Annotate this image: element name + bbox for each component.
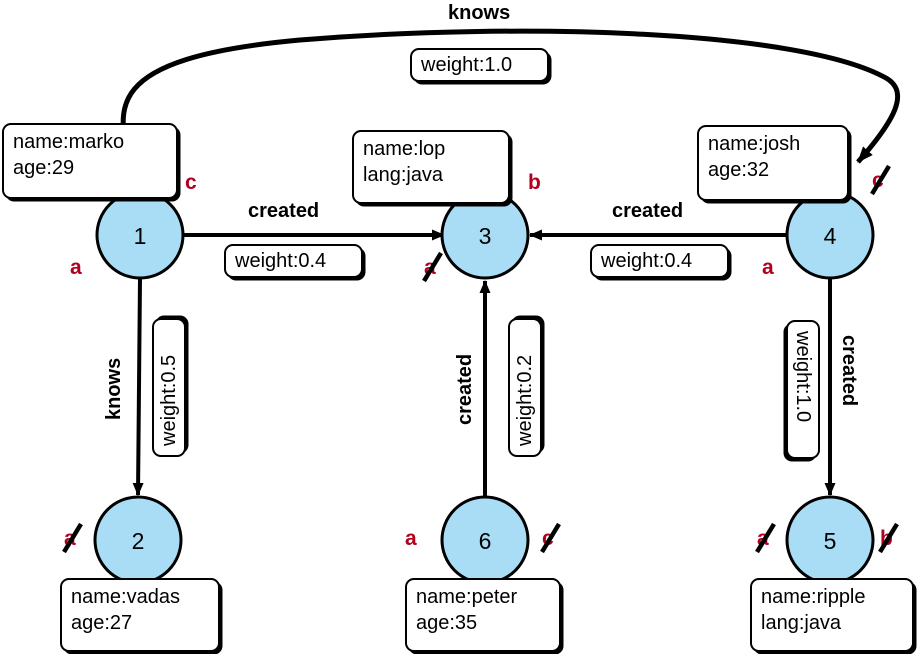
weight-text: weight:0.4 [601,250,693,272]
node-6[interactable]: 6 [440,495,530,585]
weight-box-created-4-3: weight:0.4 [590,244,729,278]
node-5[interactable]: 5 [785,495,875,585]
edge-type-knows-1-2: knows [103,357,125,420]
edge-type-created-1-3: created [248,200,320,222]
weight-box-created-4-5: weight:1.0 [786,320,820,459]
property-box-node-4: name:josh age:32 [697,125,849,201]
annotation-letter: a [70,256,82,279]
weight-box-created-6-3: weight:0.2 [508,318,542,457]
node-label: 2 [132,528,145,554]
edge-type-knows-1-4: knows [448,2,511,24]
annotation-node-3-a: a [422,251,443,283]
property-box-node-3: name:lop lang:java [352,130,510,204]
node-label: 6 [479,528,492,554]
node-2[interactable]: 2 [93,495,183,585]
annotation-letter: a [405,527,417,550]
weight-text: weight:0.5 [158,354,180,446]
node-label: 3 [479,223,492,249]
annotation-node-6-c: c [540,522,561,554]
property-box-node-2: name:vadas age:27 [60,578,220,652]
node-label: 5 [824,528,837,554]
edge-type-created-4-5: created [838,335,860,407]
annotation-letter: a [64,527,76,550]
weight-text: weight:1.0 [792,331,814,423]
annotation-letter: c [872,169,884,192]
weight-text: weight:0.2 [514,354,536,446]
annotation-letter: a [424,256,436,279]
edge-knows-1-4 [120,28,901,193]
property-box-node-6: name:peter age:35 [405,578,561,652]
annotation-letter: b [528,171,541,194]
edge-type-created-4-3: created [612,200,684,222]
weight-text: weight:1.0 [421,54,513,76]
weight-box-knows-1-2: weight:0.5 [152,318,186,457]
node-4[interactable]: 4 [785,190,875,280]
node-1[interactable]: 1 [95,190,185,280]
weight-box-knows-1-4: weight:1.0 [410,48,549,82]
annotation-node-2-a: a [62,522,83,554]
node-3[interactable]: 3 [440,190,530,280]
property-box-node-5: name:ripple lang:java [750,578,914,652]
property-text: name:marko age:29 [13,131,125,179]
node-label: 1 [134,223,147,249]
weight-box-created-1-3: weight:0.4 [224,244,363,278]
edge-type-created-6-3: created [454,353,476,425]
property-text: name:peter age:35 [416,586,518,634]
node-label: 4 [824,223,837,249]
weight-text: weight:0.4 [235,250,327,272]
annotation-node-4-c: c [870,164,891,196]
annotation-letter: b [880,527,893,550]
property-text: name:ripple lang:java [761,586,866,634]
annotation-node-4-a: a [762,257,774,278]
property-text: name:lop lang:java [363,138,446,186]
property-box-node-1: name:marko age:29 [2,123,178,199]
annotation-node-3-b: b [528,172,541,193]
edge-knows-1-2 [132,277,144,496]
property-text: name:vadas age:27 [71,586,180,634]
annotation-letter: c [542,527,554,550]
annotation-node-1-a: a [70,257,82,278]
property-text: name:josh age:32 [708,133,801,181]
annotation-letter: c [185,171,197,194]
annotation-node-1-c: c [185,172,197,193]
annotation-letter: a [757,527,769,550]
annotation-node-6-a: a [405,528,417,549]
annotation-node-5-a: a [755,522,776,554]
annotation-node-5-b: b [878,522,899,554]
annotation-letter: a [762,256,774,279]
